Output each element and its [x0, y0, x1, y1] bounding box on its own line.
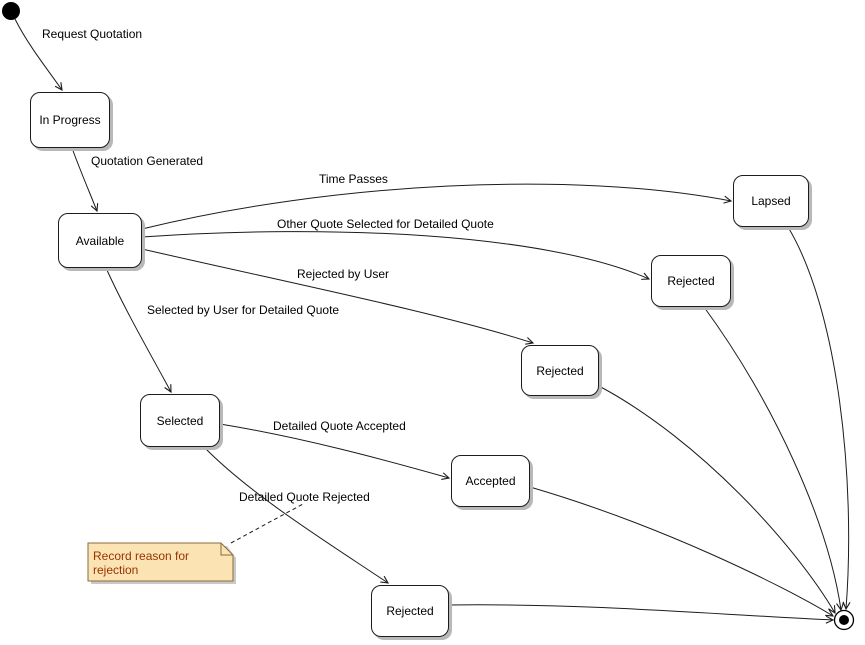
transition-label-quotation-generated: Quotation Generated — [91, 154, 204, 168]
transition-label-detailed-quote-accepted: Detailed Quote Accepted — [273, 419, 406, 433]
transition-arrow-available-to-rejected-top — [141, 231, 651, 280]
state-lapsed-label: Lapsed — [751, 194, 791, 208]
note-shape — [87, 542, 236, 584]
state-rejected-bottom-label: Rejected — [386, 604, 434, 618]
transition-arrow-available-to-rejected-middle — [141, 248, 535, 345]
state-accepted: Accepted — [451, 455, 530, 507]
final-state-bullseye — [833, 609, 855, 631]
state-rejected-top: Rejected — [651, 255, 731, 307]
transition-arrow-rejected-top-to-final — [703, 306, 844, 612]
state-lapsed: Lapsed — [733, 175, 809, 227]
state-selected-label: Selected — [156, 413, 204, 428]
note-body — [87, 542, 234, 582]
transition-label-detailed-quote-rejected: Detailed Quote Rejected — [239, 490, 370, 504]
note-text: Record reason for rejection — [93, 549, 190, 577]
initial-state-dot — [2, 2, 20, 20]
state-in-progress: In Progress — [30, 92, 110, 148]
state-rejected-middle-label: Rejected — [536, 363, 584, 378]
state-rejected-middle: Rejected — [521, 345, 599, 396]
transition-arrow-available-to-selected — [105, 267, 172, 394]
state-in-progress-label: In Progress — [39, 113, 101, 127]
state-accepted-label: Accepted — [465, 474, 516, 488]
transition-arrow-available-to-lapsed — [141, 183, 733, 230]
transition-arrow-rejected-bottom-to-final — [448, 604, 835, 624]
transition-label-request-quotation: Request Quotation — [42, 27, 143, 41]
transition-label-rejected-by-user: Rejected by User — [297, 267, 390, 281]
transition-label-selected-by-user: Selected by User for Detailed Quote — [147, 303, 340, 317]
note-connector-dashed-line — [230, 503, 304, 544]
state-rejected-top-label: Rejected — [667, 274, 715, 288]
transition-arrow-lapsed-to-final — [787, 226, 851, 611]
transition-arrow-accepted-to-final — [529, 486, 835, 617]
transition-arrow-selected-to-accepted — [219, 423, 451, 480]
transition-arrow-initial-to-in-progress — [14, 18, 63, 92]
state-available-label: Available — [75, 233, 125, 248]
transition-arrow-in-progress-to-available — [71, 147, 99, 213]
state-rejected-bottom: Rejected — [371, 585, 449, 637]
transition-arrow-rejected-middle-to-final — [598, 385, 836, 615]
transition-label-other-quote-selected: Other Quote Selected for Detailed Quote — [277, 217, 494, 231]
state-available: Available — [58, 213, 142, 268]
note-fold-corner — [220, 543, 233, 556]
transition-arrow-selected-to-rejected-bottom — [203, 446, 390, 584]
state-selected: Selected — [140, 394, 220, 447]
transition-label-time-passes: Time Passes — [319, 172, 388, 186]
